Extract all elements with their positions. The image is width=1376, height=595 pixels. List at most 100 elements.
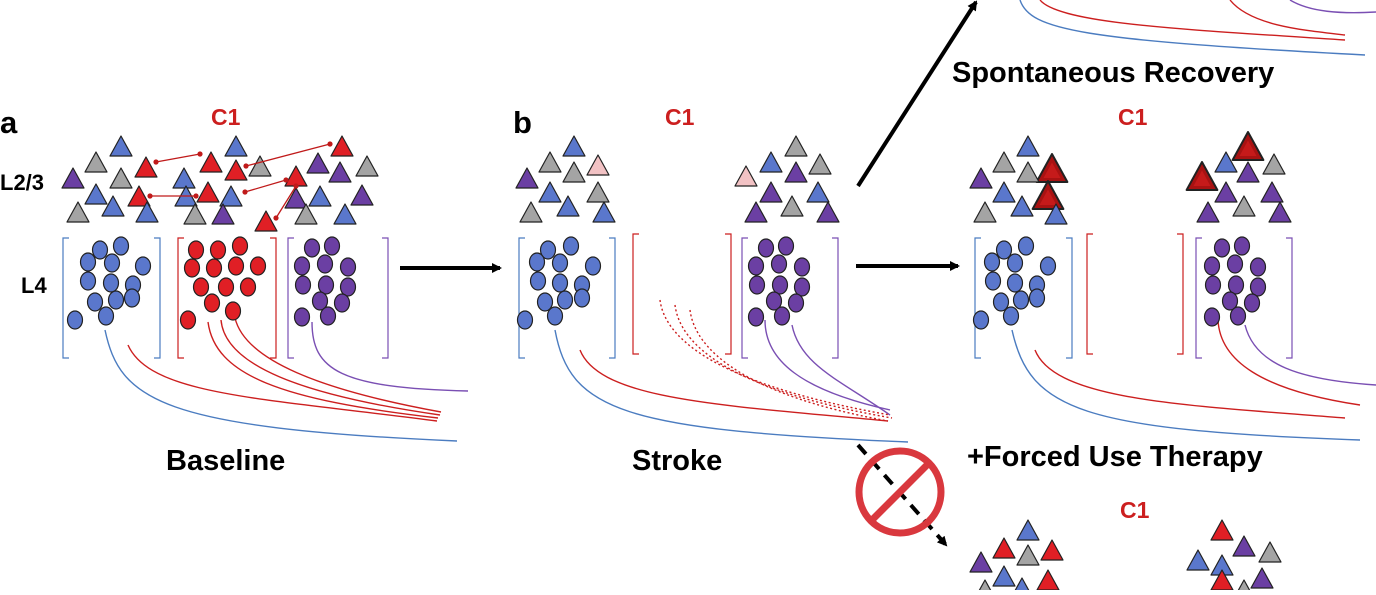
pyramidal-neuron xyxy=(562,135,586,157)
pyramidal-neuron xyxy=(538,181,562,203)
layer4-neuron xyxy=(562,236,580,256)
axon-projection xyxy=(1289,0,1376,14)
layer4-neuron xyxy=(183,258,201,278)
layer4-neuron xyxy=(1006,253,1024,273)
column-bracket-right xyxy=(609,237,616,359)
layer4-neuron xyxy=(102,273,120,293)
axon-projection xyxy=(1034,349,1346,419)
pyramidal-neuron xyxy=(1040,539,1064,561)
pyramidal-neuron xyxy=(969,551,993,573)
layer4-neuron xyxy=(79,271,97,291)
pyramidal-neuron xyxy=(586,154,610,176)
pyramidal-neuron xyxy=(1258,541,1282,563)
layer4-column-brackets xyxy=(62,233,1293,359)
pyramidal-neuron xyxy=(211,203,235,225)
axon-projection xyxy=(311,321,469,392)
pyramidal-neuron xyxy=(806,181,830,203)
layer4-neuron xyxy=(546,306,564,326)
layer4-neuron xyxy=(536,292,554,312)
layer4-neuron xyxy=(231,236,249,256)
pyramidal-neuron xyxy=(1016,161,1040,183)
pyramidal-neuron xyxy=(538,151,562,173)
panel-label-b: b xyxy=(513,105,532,140)
layer4-neuron xyxy=(319,306,337,326)
axon-projection xyxy=(674,304,893,419)
caption-stroke: Stroke xyxy=(632,445,723,477)
layer4-neuron xyxy=(303,238,321,258)
column-label-spontaneous: C1 xyxy=(1118,104,1148,130)
pyramidal-neuron xyxy=(330,135,354,157)
pyramidal-neuron xyxy=(1036,569,1060,591)
pyramidal-neuron xyxy=(127,185,151,207)
layer4-neuron xyxy=(528,252,546,272)
column-bracket-left xyxy=(287,237,294,359)
pyramidal-neuron xyxy=(1016,519,1040,541)
panel-label-a: a xyxy=(0,105,18,140)
layer4-neuron xyxy=(757,238,775,258)
connection-node xyxy=(242,189,248,195)
column-bracket-left xyxy=(1195,237,1202,359)
axon-projection xyxy=(1011,329,1361,441)
column-bracket-left xyxy=(741,237,748,359)
pyramidal-neuron xyxy=(306,152,330,174)
connection-line xyxy=(155,153,201,163)
no-symbol-slash xyxy=(868,460,932,524)
pyramidal-neuron xyxy=(294,203,318,225)
pyramidal-neuron xyxy=(1010,195,1034,217)
layer4-neuron xyxy=(1227,275,1245,295)
layer4-neuron xyxy=(1249,257,1267,277)
layer4-neuron xyxy=(972,310,990,330)
pyramidal-neuron xyxy=(254,210,278,232)
pyramidal-neuron xyxy=(224,135,248,157)
pyramidal-neuron xyxy=(1262,153,1286,175)
layer4-neuron xyxy=(1039,256,1057,276)
layer4-neuron xyxy=(293,256,311,276)
layer4-neuron xyxy=(91,240,109,260)
pyramidal-neuron xyxy=(183,203,207,225)
pyramidal-neuron xyxy=(284,165,308,187)
pyramidal-neuron xyxy=(734,165,758,187)
layer4-neuron xyxy=(793,257,811,277)
pyramidal-neuron xyxy=(816,201,840,223)
layer4-neuron xyxy=(777,236,795,256)
layer4-neuron xyxy=(1233,236,1251,256)
axon-projection xyxy=(234,317,442,413)
pyramidal-neuron xyxy=(784,135,808,157)
arrow-stroke-to-spontaneous xyxy=(856,0,978,188)
layer4-neuron xyxy=(992,292,1010,312)
pyramidal-neuron xyxy=(134,156,158,178)
pyramidal-neuron xyxy=(196,181,220,203)
column-bracket-right xyxy=(832,237,839,359)
pyramidal-neuron xyxy=(1260,181,1284,203)
pyramidal-neuron xyxy=(992,537,1016,559)
pyramidal-neuron xyxy=(759,151,783,173)
layer4-neuron xyxy=(187,240,205,260)
column-bracket-left xyxy=(632,233,639,355)
column-bracket-left xyxy=(974,237,981,359)
pyramidal-neuron xyxy=(808,153,832,175)
layer4-neuron xyxy=(97,306,115,326)
layer4-neuron xyxy=(107,290,125,310)
column-bracket-right xyxy=(154,237,161,359)
pyramidal-neuron xyxy=(973,201,997,223)
layer4-neuron xyxy=(1221,291,1239,311)
axon-projection xyxy=(127,344,438,422)
axon-projection xyxy=(579,349,889,422)
horizontal-connections xyxy=(147,141,333,221)
layer4-neuron xyxy=(294,275,312,295)
column-label-therapy: C1 xyxy=(1120,497,1150,523)
layer4-neuron xyxy=(293,307,311,327)
pyramidal-neuron xyxy=(1250,567,1274,589)
pyramidal-neuron xyxy=(350,184,374,206)
caption-forced-use-therapy: +Forced Use Therapy xyxy=(967,441,1263,473)
layer4-neuron xyxy=(983,252,1001,272)
pyramidal-neuron xyxy=(1236,161,1260,183)
pyramidal-neuron xyxy=(224,159,248,181)
layer4-neuron xyxy=(1028,288,1046,308)
pyramidal-neuron xyxy=(744,201,768,223)
column-bracket-left xyxy=(62,237,69,359)
pyramidal-neuron xyxy=(1214,151,1238,173)
axon-projection xyxy=(791,324,891,416)
